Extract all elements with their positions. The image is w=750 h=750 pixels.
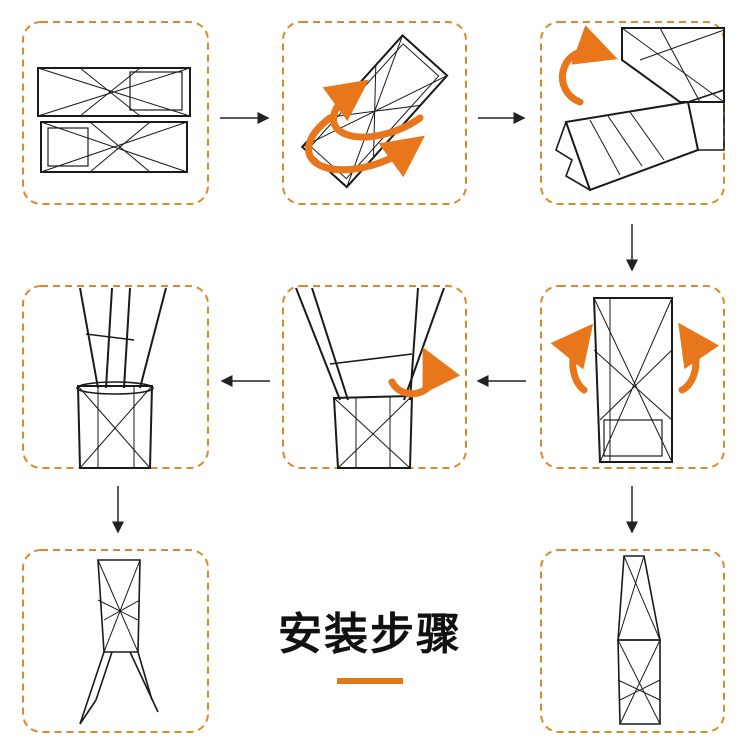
step-2-illustration xyxy=(300,34,449,189)
step-5-illustration xyxy=(295,287,461,469)
step-1-illustration xyxy=(37,67,191,173)
page-title: 安装步骤 xyxy=(278,609,462,660)
step-7-illustration xyxy=(79,559,159,725)
step-6-panel xyxy=(22,285,209,469)
step-4-illustration xyxy=(550,297,720,463)
title-underline xyxy=(337,678,403,684)
step-8-panel xyxy=(540,549,725,733)
step-3-panel xyxy=(540,21,725,205)
step-2-panel xyxy=(282,21,467,205)
step-4-panel xyxy=(540,285,725,469)
step-7-panel xyxy=(22,549,209,733)
step-5-panel xyxy=(282,285,467,469)
step-3-illustration xyxy=(555,25,725,192)
step-1-panel xyxy=(22,21,209,205)
step-8-illustration xyxy=(617,555,661,725)
step-6-illustration xyxy=(76,287,167,469)
